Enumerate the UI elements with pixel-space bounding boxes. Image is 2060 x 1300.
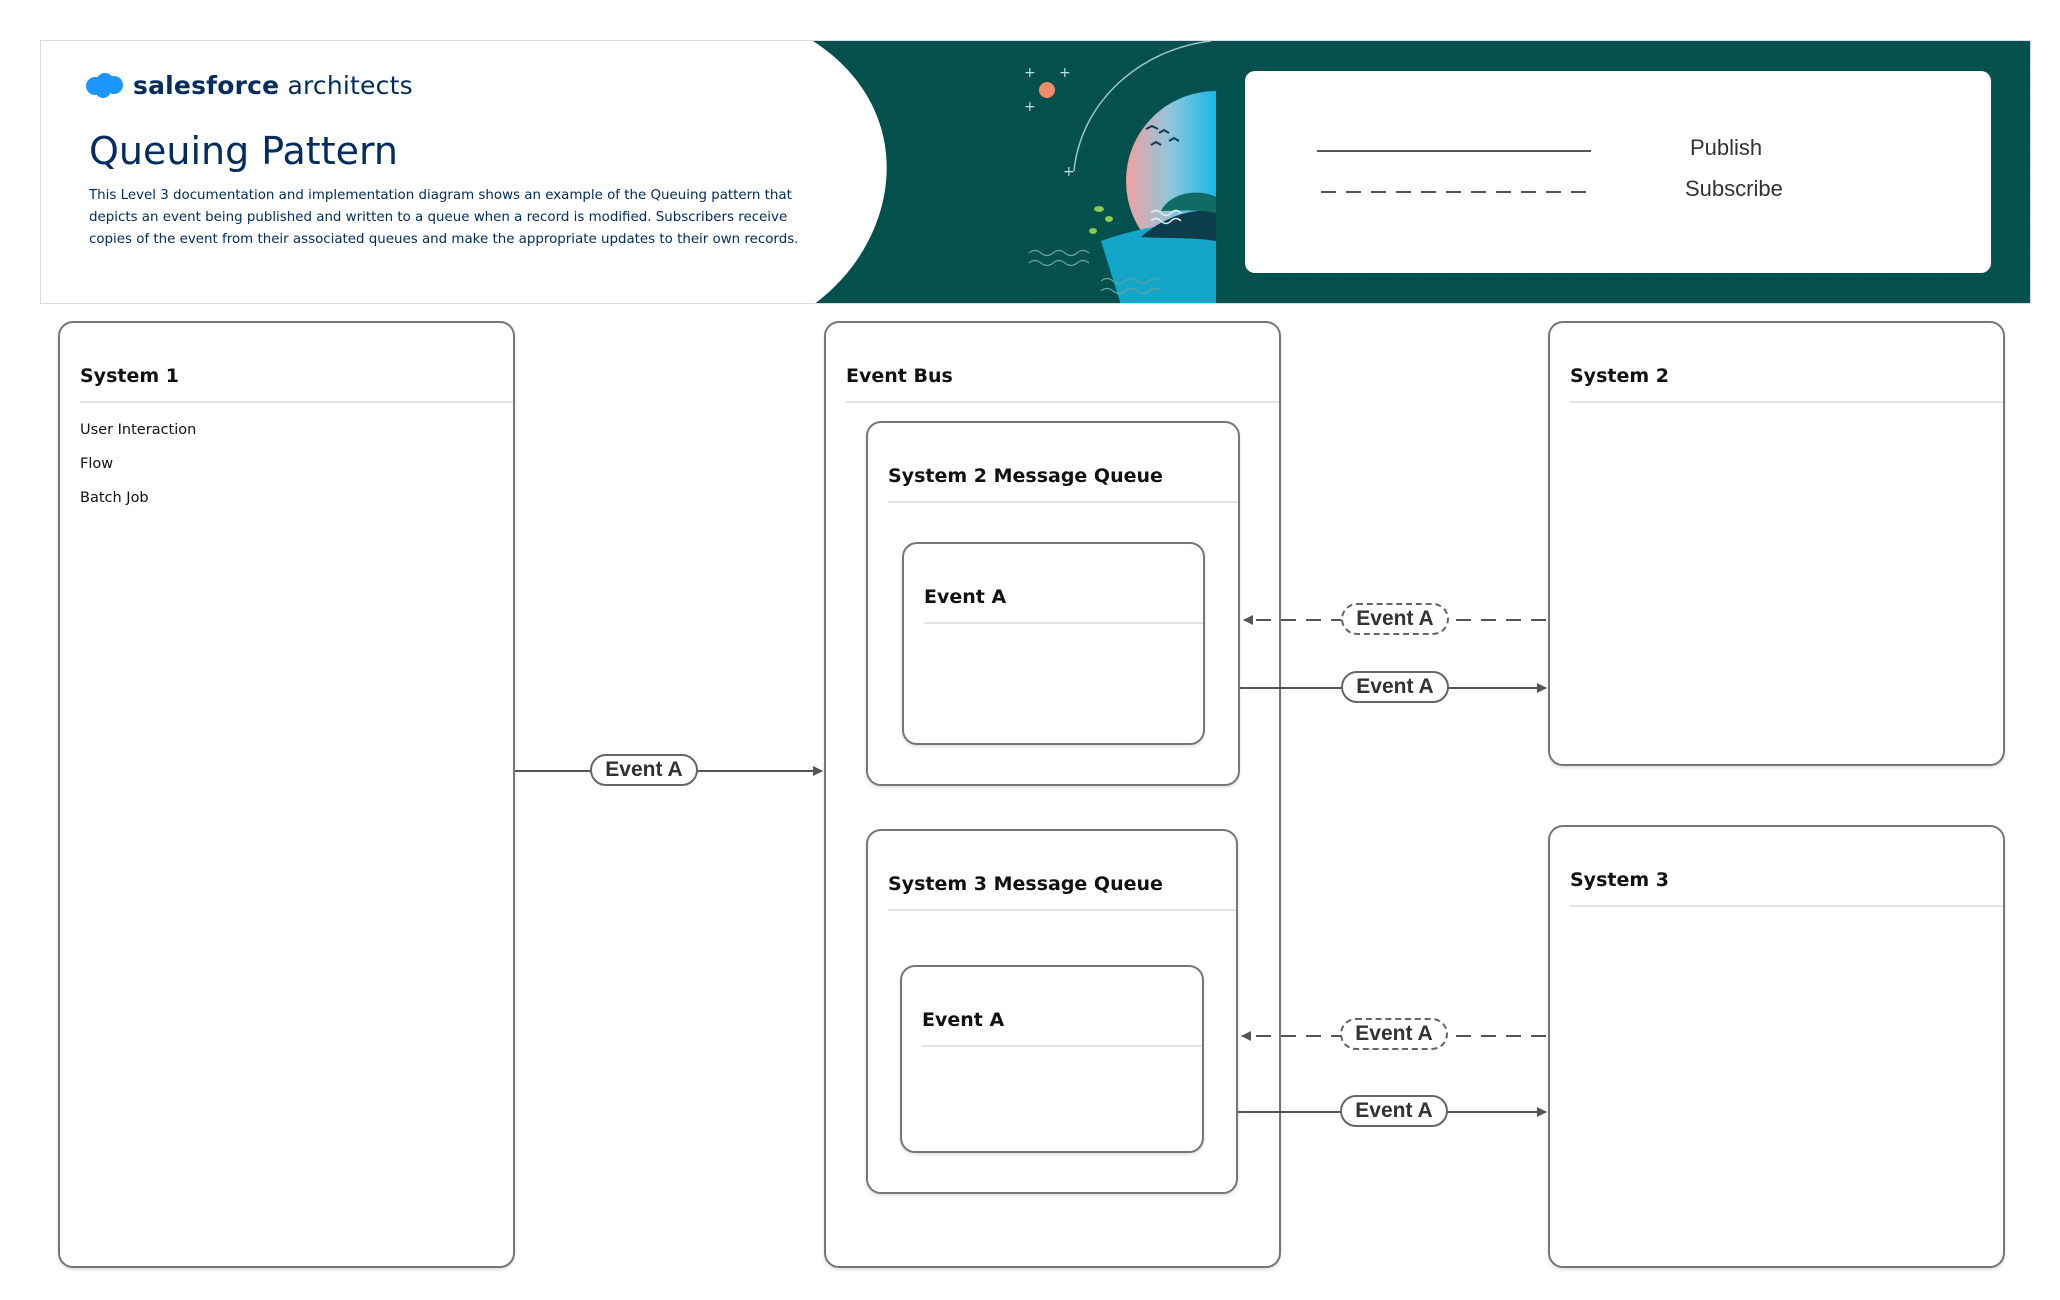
system2-box: System 2 bbox=[1548, 321, 2005, 766]
system3-title: System 3 bbox=[1570, 869, 2003, 907]
system3-queue-title: System 3 Message Queue bbox=[888, 873, 1236, 911]
list-item: Batch Job bbox=[80, 490, 149, 506]
system2-title: System 2 bbox=[1570, 365, 2003, 403]
system3-box: System 3 bbox=[1548, 825, 2005, 1268]
system2-queue-event-box: Event A bbox=[902, 542, 1205, 745]
list-item: Flow bbox=[80, 456, 114, 472]
legend-lines bbox=[1317, 150, 1595, 193]
svg-text:+: + bbox=[1024, 65, 1036, 81]
svg-text:+: + bbox=[1024, 99, 1036, 115]
event-a-label-publish: Event A bbox=[590, 754, 698, 786]
svg-text:+: + bbox=[1059, 65, 1071, 81]
brand-logo: salesforce architects bbox=[83, 65, 413, 105]
system1-title: System 1 bbox=[80, 365, 513, 403]
event-a-label-s2-subscribe: Event A bbox=[1341, 603, 1449, 635]
legend: Publish Subscribe bbox=[1245, 71, 1991, 273]
system1-box: System 1 User Interaction Flow Batch Job bbox=[58, 321, 515, 1268]
brand-name: salesforce architects bbox=[133, 70, 413, 100]
system3-queue-event-box: Event A bbox=[900, 965, 1204, 1153]
page-title: Queuing Pattern bbox=[89, 129, 399, 173]
system2-queue-event-title: Event A bbox=[924, 586, 1203, 624]
event-bus-title: Event Bus bbox=[846, 365, 1279, 403]
event-a-label-s3-publish: Event A bbox=[1340, 1095, 1448, 1127]
list-item: User Interaction bbox=[80, 422, 197, 438]
scene-art: + + + + bbox=[1024, 41, 1216, 303]
event-a-label-s2-publish: Event A bbox=[1341, 671, 1449, 703]
system3-queue-event-title: Event A bbox=[922, 1009, 1202, 1047]
salesforce-cloud-icon bbox=[86, 73, 123, 98]
page-description: This Level 3 documentation and implement… bbox=[89, 188, 799, 247]
legend-subscribe-label: Subscribe bbox=[1685, 176, 1783, 201]
legend-publish-label: Publish bbox=[1690, 135, 1763, 160]
event-a-label-s3-subscribe: Event A bbox=[1340, 1018, 1448, 1050]
header-banner: + + + + salesforce architects bbox=[40, 40, 2031, 304]
system2-queue-title: System 2 Message Queue bbox=[888, 465, 1238, 503]
svg-text:+: + bbox=[1063, 164, 1075, 180]
